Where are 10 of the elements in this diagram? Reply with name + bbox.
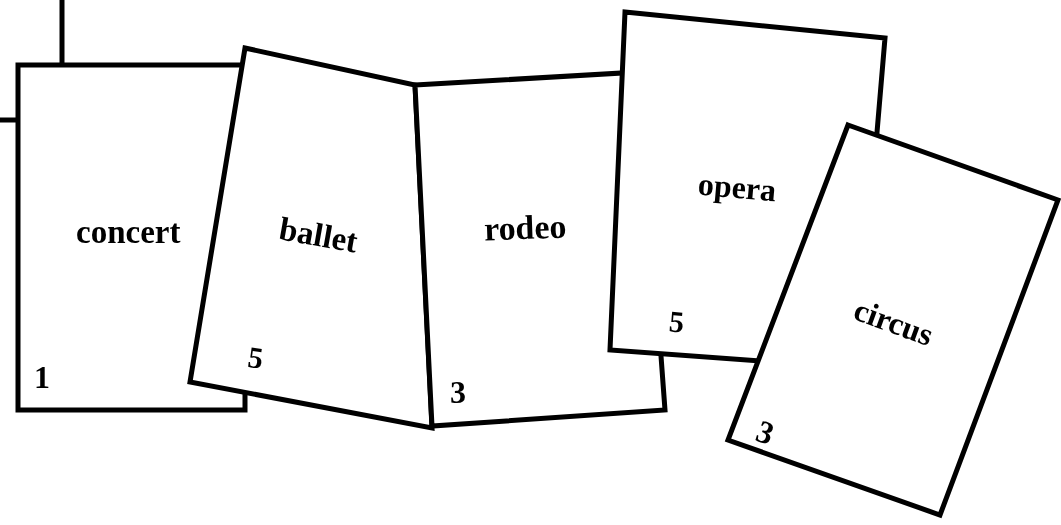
card-number: 1 <box>34 358 50 396</box>
card-label: opera <box>696 165 778 209</box>
card-label: ballet <box>275 209 360 261</box>
card-label: circus <box>848 290 938 354</box>
card-label: rodeo <box>483 207 568 249</box>
card-number: 5 <box>245 340 265 376</box>
card-number: 5 <box>667 304 685 340</box>
card-number: 3 <box>751 411 779 453</box>
card-label: concert <box>76 213 181 251</box>
card-number: 3 <box>450 373 466 411</box>
